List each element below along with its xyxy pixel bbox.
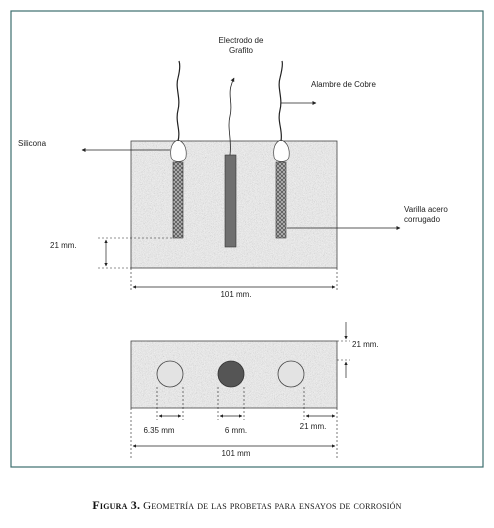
left-rebar bbox=[172, 161, 184, 239]
right-copper-wire bbox=[278, 60, 283, 142]
right-silicone-cap bbox=[273, 139, 290, 162]
dimension-101mm-top-label: 101 mm. bbox=[220, 290, 251, 299]
rebar-label-line1: Varilla acero bbox=[404, 205, 448, 214]
dimension-21mm-side-label: 21 mm. bbox=[50, 241, 77, 250]
figure-caption-label: Figura 3. bbox=[92, 498, 141, 512]
dimension-6-35mm-label: 6.35 mm bbox=[143, 426, 174, 435]
figure-caption-text: Geometría de las probetas para ensayos d… bbox=[143, 500, 402, 512]
figure-caption: Figura 3. Geometría de las probetas para… bbox=[0, 498, 494, 513]
dimension-6mm-label: 6 mm. bbox=[225, 426, 247, 435]
dimension-6mm bbox=[217, 387, 245, 420]
graphite-electrode bbox=[224, 154, 237, 248]
dimension-21mm-lower-label: 21 mm. bbox=[300, 422, 327, 431]
dimension-21mm-right bbox=[337, 322, 350, 378]
rebar-label-line2: corrugado bbox=[404, 215, 441, 224]
left-rebar-section bbox=[156, 360, 184, 388]
left-copper-wire bbox=[176, 60, 181, 142]
figure-frame bbox=[10, 10, 484, 468]
silicone-label: Silicona bbox=[18, 139, 47, 148]
dimension-101mm-bottom-label: 101 mm bbox=[222, 449, 251, 458]
left-silicone-cap bbox=[170, 139, 187, 162]
electrode-section bbox=[217, 360, 245, 388]
copper-wire-label: Alambre de Cobre bbox=[311, 80, 376, 89]
right-rebar-section bbox=[277, 360, 305, 388]
electrode-wire bbox=[228, 77, 235, 156]
dimension-101mm-bottom bbox=[130, 408, 338, 460]
right-rebar bbox=[275, 161, 287, 239]
electrode-label-line2: Grafito bbox=[229, 46, 254, 55]
dimension-21mm-right-label: 21 mm. bbox=[352, 340, 379, 349]
dimension-21mm-lower bbox=[303, 387, 338, 420]
dimension-6-35mm bbox=[156, 387, 184, 420]
dimension-101mm-top bbox=[130, 268, 338, 292]
electrode-label-line1: Electrodo de bbox=[219, 36, 264, 45]
dimension-21mm-side bbox=[98, 237, 173, 269]
